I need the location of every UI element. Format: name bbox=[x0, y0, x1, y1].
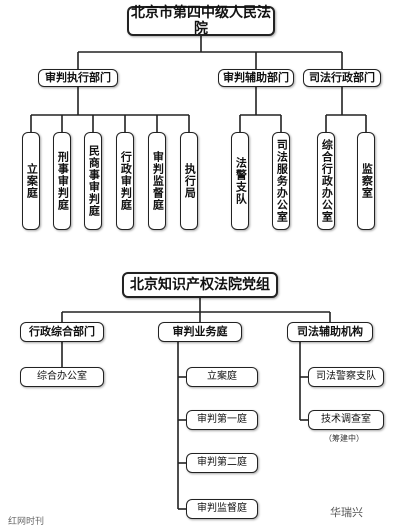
unit-trial-second-court: 审判第二庭 bbox=[186, 453, 258, 473]
unit-technical-investigation-office: 技术调查室 bbox=[308, 410, 384, 430]
under-construction-note: （筹建中） bbox=[324, 434, 364, 443]
unit-administrative-court: 行政审判庭 bbox=[116, 132, 134, 230]
unit-judicial-service-office: 司法服务办公室 bbox=[272, 132, 290, 230]
unit-general-office: 综合办公室 bbox=[20, 367, 104, 387]
dept-admin-general: 行政综合部门 bbox=[20, 322, 104, 342]
unit-general-admin-office: 综合行政办公室 bbox=[317, 132, 335, 230]
unit-trial-first-court: 审判第一庭 bbox=[186, 410, 258, 430]
unit-criminal-court: 刑事审判庭 bbox=[53, 132, 71, 230]
unit-supervision-office: 监察室 bbox=[357, 132, 375, 230]
chart2-title: 北京知识产权法院党组 bbox=[122, 272, 278, 298]
dept-trial-execution: 审判执行部门 bbox=[38, 69, 118, 87]
dept-trial-business: 审判业务庭 bbox=[158, 322, 242, 342]
unit-filing-court-2: 立案庭 bbox=[186, 367, 258, 387]
unit-filing-court: 立案庭 bbox=[22, 132, 40, 230]
dept-judicial-admin: 司法行政部门 bbox=[303, 69, 381, 87]
unit-trial-supervision-court: 审判监督庭 bbox=[186, 499, 258, 519]
unit-civil-commercial-court: 民商事审判庭 bbox=[84, 132, 102, 230]
dept-trial-support: 审判辅助部门 bbox=[218, 69, 294, 87]
unit-judicial-police: 法警支队 bbox=[231, 132, 249, 230]
unit-judicial-police-detachment: 司法警察支队 bbox=[308, 367, 384, 387]
dept-judicial-auxiliary: 司法辅助机构 bbox=[287, 322, 373, 342]
chart1-title: 北京市第四中级人民法院 bbox=[127, 5, 275, 37]
unit-supervision-court: 审判监督庭 bbox=[148, 132, 166, 230]
watermark-right: 华瑞兴 bbox=[330, 506, 363, 519]
watermark-left: 红网时刊 bbox=[8, 517, 45, 527]
unit-execution-bureau: 执行局 bbox=[180, 132, 198, 230]
